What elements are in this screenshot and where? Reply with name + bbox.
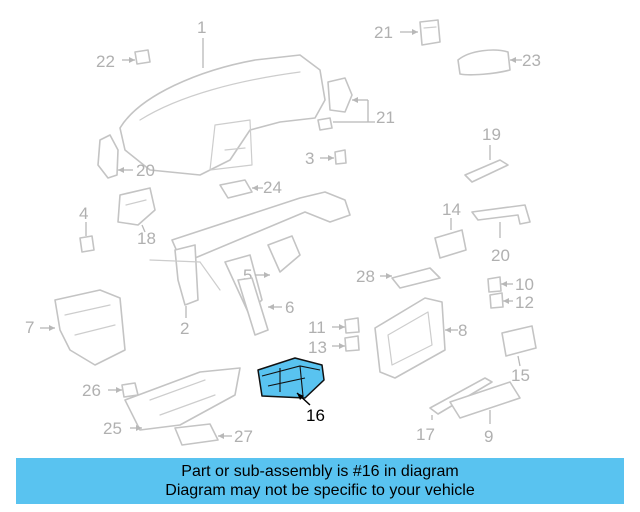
part-18-duct [117,187,156,233]
part-10-switch [487,276,513,293]
callout-5: 5 [243,266,252,285]
part-19-vent [464,145,509,183]
part-28-bin [174,423,232,446]
callout-18: 18 [137,229,156,248]
banner-line-2: Diagram may not be specific to your vehi… [165,482,475,499]
part-3-clip [320,149,347,165]
callout-29: 28 [356,267,375,286]
info-banner: Part or sub-assembly is #16 in diagram D… [16,458,624,504]
callout-11: 11 [308,318,326,337]
callout-3: 3 [305,149,314,168]
callout-13: 13 [308,338,327,357]
part-25-bracket [219,179,263,199]
part-5-bracket [255,272,270,278]
callout-25: 24 [263,178,282,197]
callout-28: 27 [234,427,253,446]
part-29-trim [380,267,441,289]
callout-2: 2 [180,319,189,338]
part-21-left-trim [97,134,133,179]
part-11-switch [332,317,360,334]
callout-19: 19 [482,125,501,144]
part-6-brace [237,277,282,336]
part-7-glovebox-housing [40,289,126,366]
part-14-panel [434,218,467,259]
callout-14: 14 [442,200,461,219]
part-12-switch [489,292,513,309]
callout-8: 8 [458,321,467,340]
part-22-switch [400,19,441,46]
parts-diagram: 1 20 21 22 21 23 3 [25,18,541,446]
callout-21a: 20 [136,161,155,180]
callout-10: 10 [515,275,534,294]
part-24-cover [457,49,522,76]
part-20-strip [471,204,531,238]
callout-7: 7 [25,318,34,337]
part-4-clip [79,222,95,253]
callout-27: 26 [82,381,101,400]
part-16-highlighted[interactable] [257,357,325,406]
callout-16: 16 [306,406,325,425]
callout-4: 4 [79,204,88,223]
callout-6: 6 [285,298,294,317]
part-23-clip [122,49,151,65]
callout-1: 1 [197,18,206,37]
callout-12: 12 [515,293,534,312]
part-26-glovebox-door [124,367,241,431]
part-1-dashboard [119,38,326,176]
callout-15: 15 [511,366,530,385]
callout-20: 20 [491,246,510,265]
callout-22: 21 [374,23,393,42]
banner-line-1: Part or sub-assembly is #16 in diagram [181,463,459,480]
callout-24: 23 [522,51,541,70]
callout-23: 22 [96,52,115,71]
part-27-latch [108,382,139,398]
part-8-bezel [374,297,458,379]
callout-26: 25 [103,419,122,438]
part-17-trim [429,377,493,420]
callout-9: 9 [484,427,493,446]
part-13-switch [332,335,360,352]
part-9-panel [449,381,521,424]
callout-21b: 21 [376,108,395,127]
part-15-panel [501,325,537,367]
callout-17: 17 [416,425,435,444]
part-21-right-trim [317,77,375,131]
